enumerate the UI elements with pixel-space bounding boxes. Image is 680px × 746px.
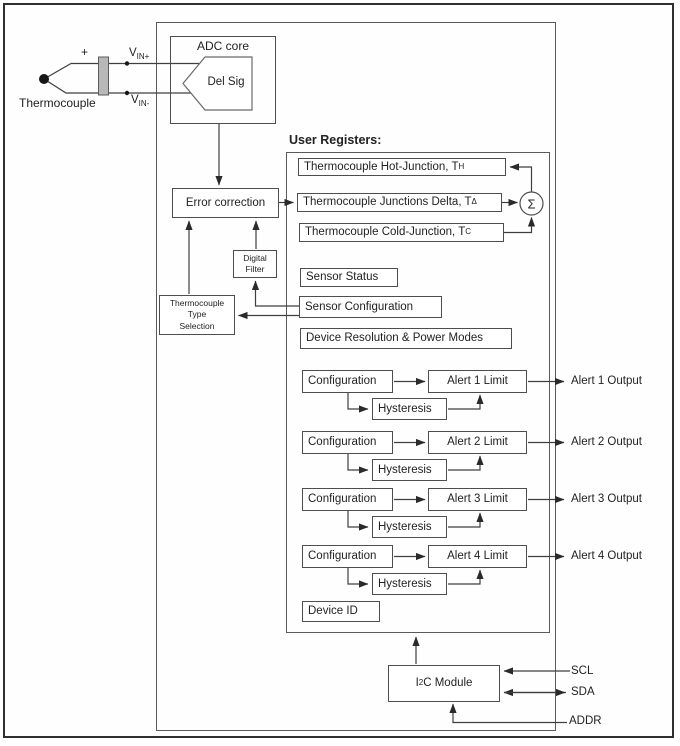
alert1-hysteresis-box: Hysteresis bbox=[372, 398, 447, 420]
junctions-delta-text: Thermocouple Junctions Delta, T bbox=[303, 196, 472, 209]
vin-plus-label: VIN+ bbox=[129, 47, 149, 61]
digital-filter-box: Digital Filter bbox=[233, 250, 277, 278]
digital-filter-line2: Filter bbox=[245, 264, 265, 274]
user-registers-title: User Registers: bbox=[289, 133, 382, 147]
polarity-plus-label: + bbox=[81, 45, 89, 59]
cold-junction-text: Thermocouple Cold-Junction, T bbox=[305, 226, 466, 239]
cold-junction-sub: C bbox=[465, 227, 472, 237]
vin-minus-sub: IN- bbox=[138, 99, 150, 108]
delta-sigma-label: Del Sig bbox=[207, 76, 245, 88]
alert3-configuration-box: Configuration bbox=[302, 488, 393, 511]
register-sensor-status: Sensor Status bbox=[300, 268, 398, 287]
vin-minus-base: V bbox=[131, 94, 139, 106]
alert4-output-label: Alert 4 Output bbox=[571, 550, 642, 562]
page-border bbox=[3, 3, 674, 738]
alert4-configuration-box: Configuration bbox=[302, 545, 393, 568]
error-correction-box: Error correction bbox=[172, 188, 279, 218]
register-device-resolution: Device Resolution & Power Modes bbox=[300, 328, 512, 349]
type-selection-line3: Selection bbox=[179, 320, 215, 331]
i2c-sup: 2 bbox=[418, 678, 424, 688]
i2c-pre: I bbox=[415, 677, 419, 690]
junctions-delta-sub: Δ bbox=[471, 197, 477, 207]
adc-core-title: ADC core bbox=[196, 39, 249, 53]
type-selection-line2: Type bbox=[187, 309, 207, 320]
scl-pin-label: SCL bbox=[571, 665, 594, 677]
register-device-id: Device ID bbox=[302, 601, 380, 622]
thermocouple-type-selection-box: Thermocouple Type Selection bbox=[159, 295, 235, 335]
alert1-output-label: Alert 1 Output bbox=[571, 375, 642, 387]
alert3-hysteresis-box: Hysteresis bbox=[372, 516, 447, 538]
vin-plus-sub: IN+ bbox=[136, 52, 150, 61]
thermocouple-label: Thermocouple bbox=[19, 96, 96, 110]
alert3-output-label: Alert 3 Output bbox=[571, 493, 642, 505]
chip-outline bbox=[156, 22, 556, 731]
sda-pin-label: SDA bbox=[571, 686, 595, 698]
register-sensor-configuration: Sensor Configuration bbox=[299, 296, 442, 318]
i2c-post: C Module bbox=[423, 677, 473, 690]
alert2-limit-box: Alert 2 Limit bbox=[428, 431, 527, 454]
alert4-limit-box: Alert 4 Limit bbox=[428, 545, 527, 568]
vin-minus-label: VIN- bbox=[131, 94, 149, 108]
type-selection-line1: Thermocouple bbox=[169, 298, 225, 309]
digital-filter-line1: Digital bbox=[243, 252, 267, 263]
alert1-limit-box: Alert 1 Limit bbox=[428, 370, 527, 393]
hot-junction-text: Thermocouple Hot-Junction, T bbox=[304, 160, 459, 173]
alert1-configuration-box: Configuration bbox=[302, 370, 393, 393]
addr-pin-label: ADDR bbox=[569, 715, 602, 727]
user-registers-outline bbox=[286, 152, 550, 633]
alert2-configuration-box: Configuration bbox=[302, 431, 393, 454]
vin-plus-base: V bbox=[129, 47, 137, 59]
adc-core-box bbox=[170, 36, 276, 124]
hot-junction-sub: H bbox=[458, 161, 465, 171]
alert3-limit-box: Alert 3 Limit bbox=[428, 488, 527, 511]
alert2-hysteresis-box: Hysteresis bbox=[372, 459, 447, 481]
alert2-output-label: Alert 2 Output bbox=[571, 436, 642, 448]
alert4-hysteresis-box: Hysteresis bbox=[372, 573, 447, 595]
